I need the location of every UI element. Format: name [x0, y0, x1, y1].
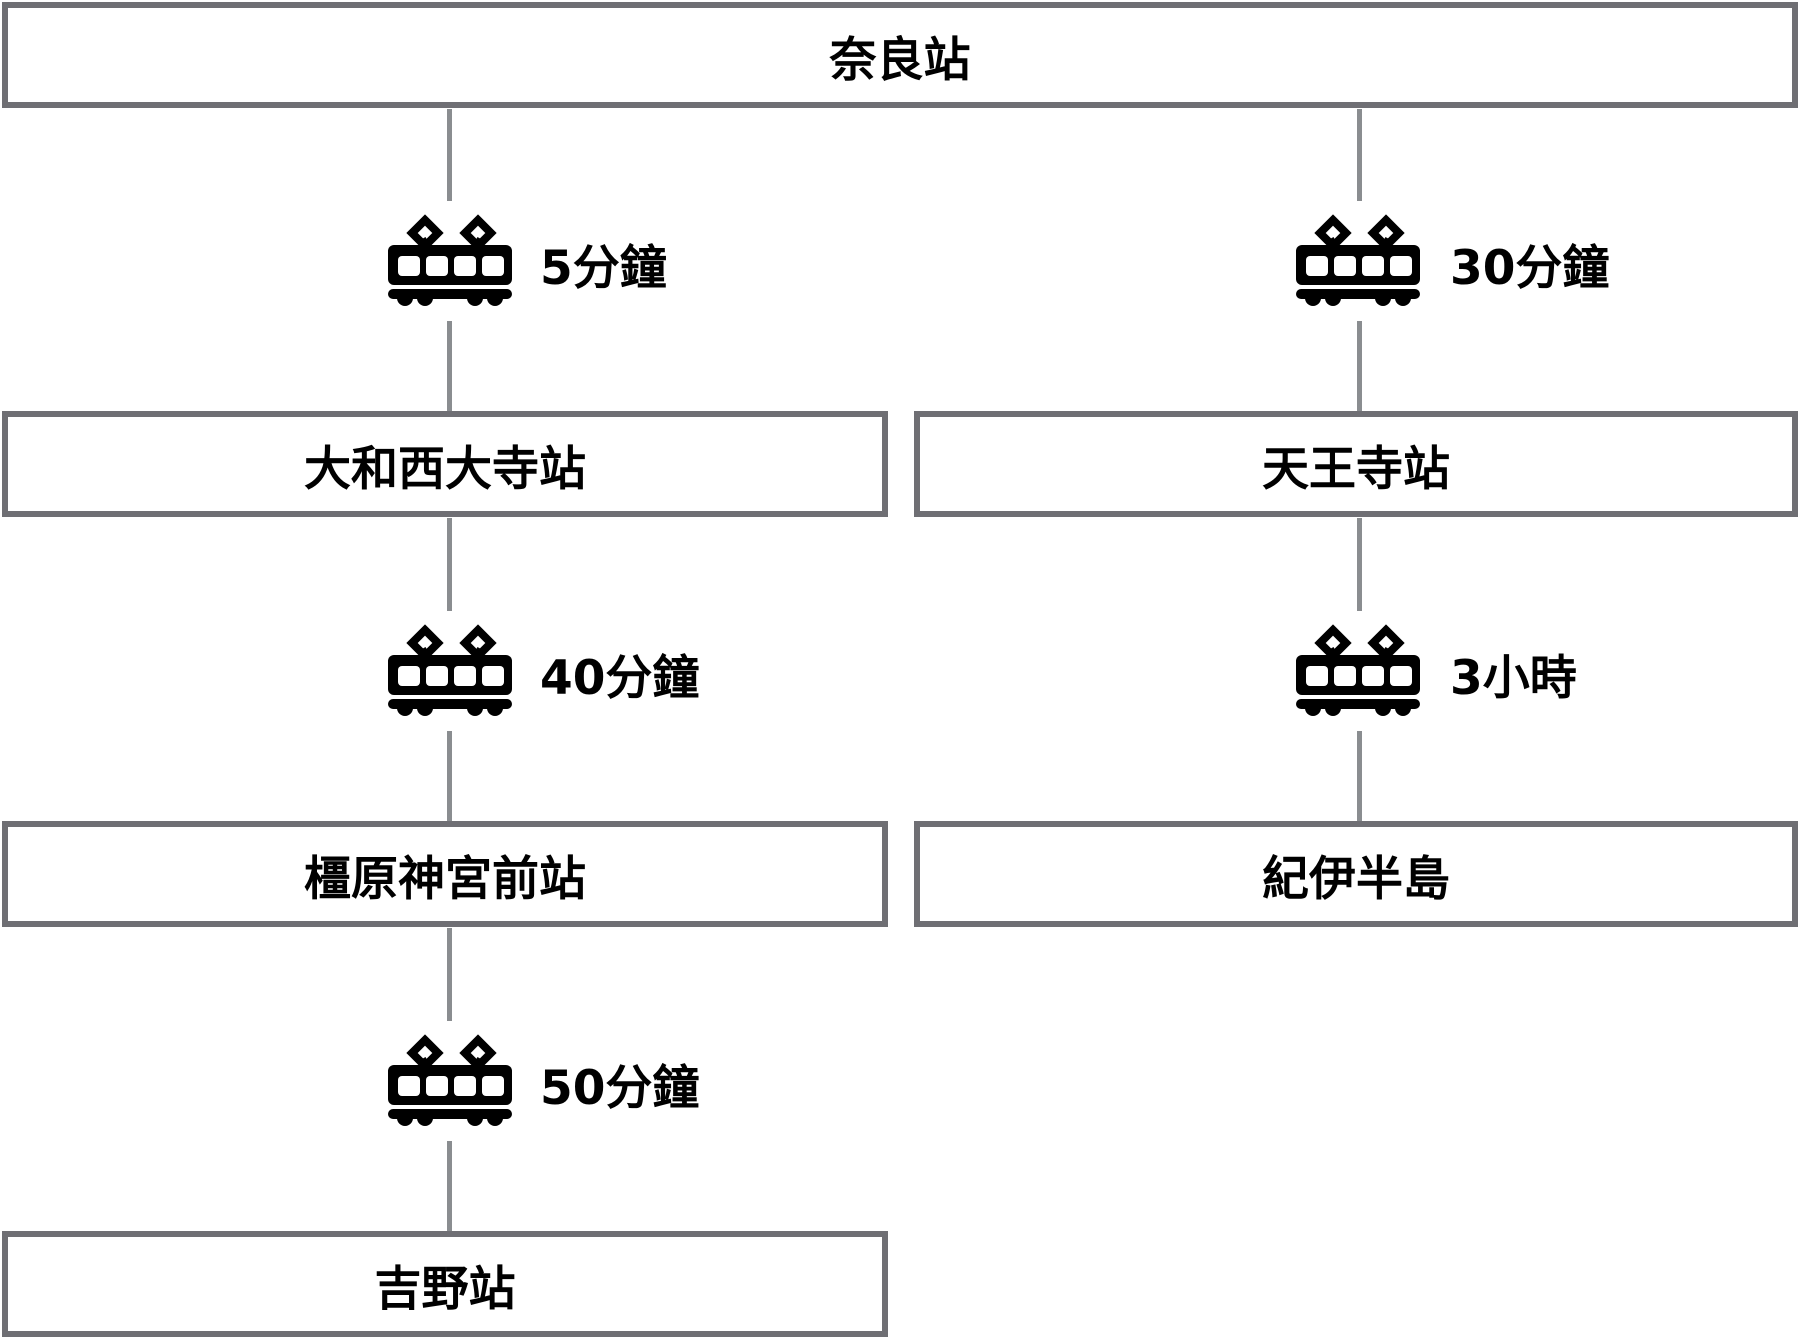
train-icon [388, 1034, 512, 1126]
station-label: 大和西大寺站 [304, 441, 586, 497]
station-box-tennoji: 天王寺站 [914, 411, 1798, 517]
station-box-kashiharajingu-mae: 橿原神宮前站 [2, 821, 888, 927]
station-label: 紀伊半島 [1262, 851, 1450, 907]
duration-label: 3小時 [1450, 650, 1577, 706]
station-label: 橿原神宮前站 [304, 851, 586, 907]
station-box-kii-peninsula: 紀伊半島 [914, 821, 1798, 927]
train-icon-box [370, 611, 530, 731]
station-label: 奈良站 [829, 32, 971, 88]
train-icon-box [1278, 611, 1438, 731]
station-box-yamato-saidaiji: 大和西大寺站 [2, 411, 888, 517]
train-icon-box [370, 1021, 530, 1141]
duration-label: 40分鐘 [540, 650, 700, 706]
train-icon-box [370, 201, 530, 321]
train-icon [388, 624, 512, 716]
station-label: 吉野站 [374, 1261, 516, 1317]
train-icon [388, 214, 512, 306]
duration-label: 50分鐘 [540, 1060, 700, 1116]
station-box-yoshino: 吉野站 [2, 1231, 888, 1337]
duration-label: 30分鐘 [1450, 240, 1610, 296]
train-icon [1296, 624, 1420, 716]
station-label: 天王寺站 [1262, 441, 1450, 497]
train-icon [1296, 214, 1420, 306]
duration-label: 5分鐘 [540, 240, 667, 296]
train-icon-box [1278, 201, 1438, 321]
station-box-nara: 奈良站 [2, 2, 1798, 108]
